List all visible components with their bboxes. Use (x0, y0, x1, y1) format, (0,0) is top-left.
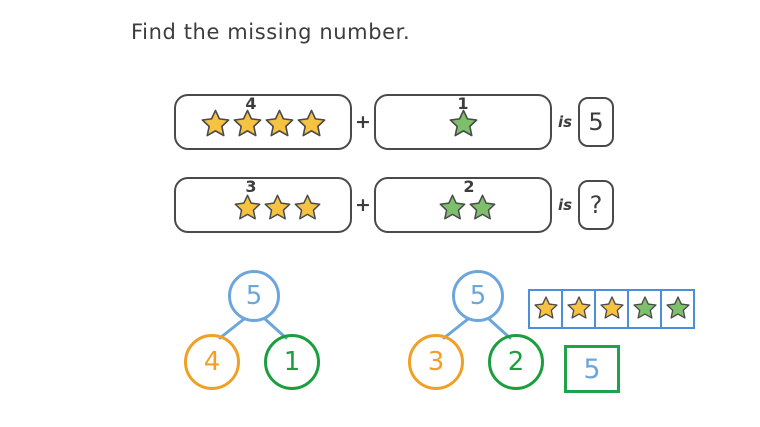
number-bond-2: 5 3 2 (396, 266, 566, 396)
number-bond-1: 5 4 1 (172, 266, 342, 396)
star-icon (665, 295, 691, 324)
equation-1-left-count-label: 4 (245, 94, 257, 113)
five-frame-cell (627, 289, 662, 329)
number-bond-2-whole: 5 (452, 270, 504, 322)
star-icon (232, 108, 263, 142)
equation-1-left-term-box: 4 (174, 94, 352, 150)
number-bond-2-part-left: 3 (408, 334, 464, 390)
page-title: Find the missing number. (131, 20, 411, 44)
star-icon (632, 295, 658, 324)
equation-2-left-term-box: 3 (174, 177, 352, 233)
number-bond-2-part-right: 2 (488, 334, 544, 390)
equation-2-right-term-box: 2 (374, 177, 552, 233)
equation-2-right-count-label: 2 (463, 177, 475, 196)
five-frame-cell (594, 289, 629, 329)
five-frame-cell (528, 289, 563, 329)
star-icon (438, 193, 467, 225)
equation-row-2: 3 + 2 (174, 175, 614, 235)
five-frame-cell (660, 289, 695, 329)
equation-1-right-count-label: 1 (457, 94, 469, 113)
equation-1-relation-word: is (557, 113, 573, 131)
equation-2-right-stars (376, 193, 550, 225)
equation-row-1: 4 + 1 (174, 92, 614, 152)
equation-1-right-term-box: 1 (374, 94, 552, 150)
star-icon (293, 193, 322, 225)
star-icon (263, 193, 292, 225)
five-frame-cell (561, 289, 596, 329)
equation-1-left-stars (176, 108, 350, 142)
star-icon (566, 295, 592, 324)
star-icon (448, 108, 479, 142)
equation-2-left-count-label: 3 (245, 177, 257, 196)
five-frame (528, 289, 695, 329)
equation-2-relation-word: is (557, 196, 573, 214)
equation-2-left-stars (176, 193, 350, 225)
equation-1-result-box: 5 (578, 97, 614, 147)
five-frame-answer-box: 5 (564, 345, 620, 393)
star-icon (200, 108, 231, 142)
equation-2-plus-sign: + (355, 193, 371, 216)
star-icon (296, 108, 327, 142)
star-icon (264, 108, 295, 142)
star-icon (599, 295, 625, 324)
equation-1-right-stars (376, 108, 550, 142)
number-bond-1-part-right: 1 (264, 334, 320, 390)
star-icon (533, 295, 559, 324)
number-bond-1-whole: 5 (228, 270, 280, 322)
equation-2-result-box[interactable]: ? (578, 180, 614, 230)
number-bond-1-part-left: 4 (184, 334, 240, 390)
equation-1-plus-sign: + (355, 110, 371, 133)
star-icon (233, 193, 262, 225)
star-icon (468, 193, 497, 225)
